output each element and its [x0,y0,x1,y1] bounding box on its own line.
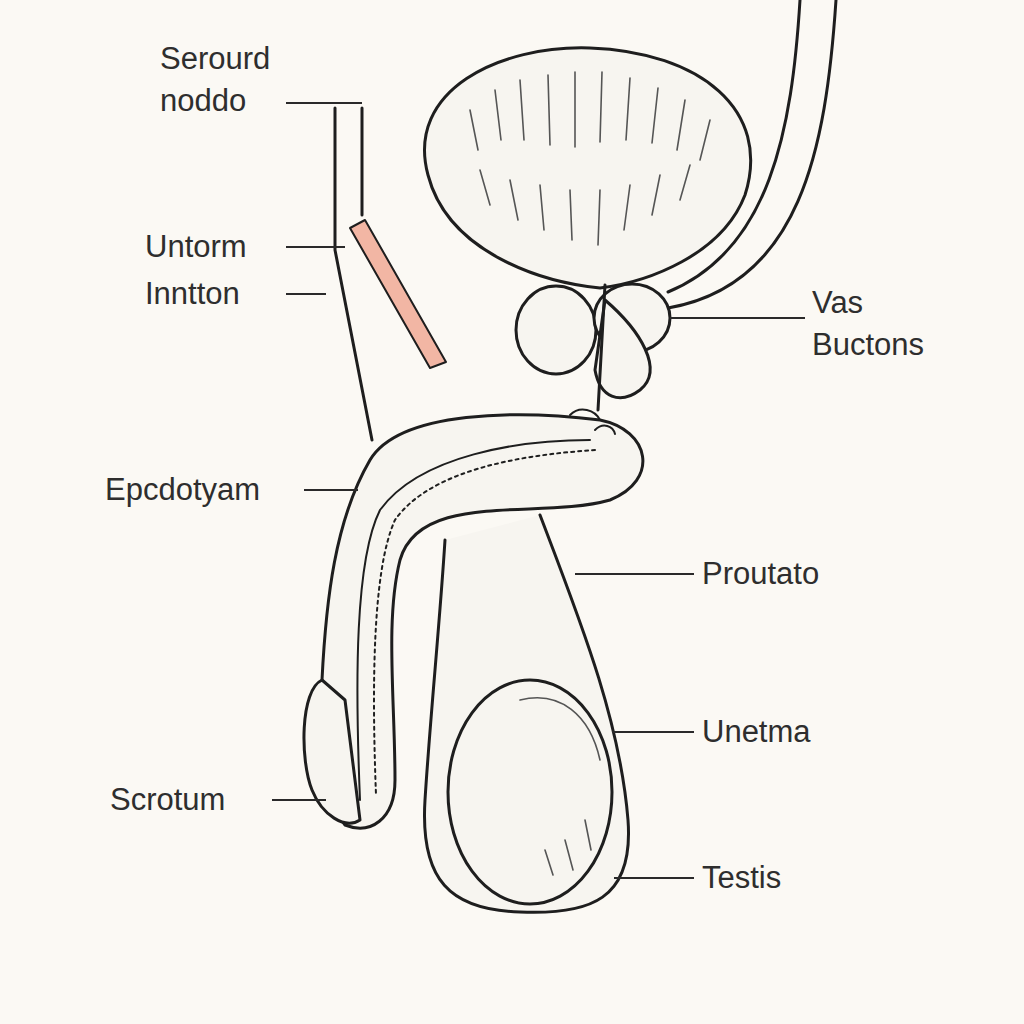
urethra-line [598,285,605,410]
testis-hatching [520,698,600,875]
part-label: Testis [702,857,922,899]
leader-line [614,877,694,879]
shaft-channel [374,450,595,795]
leader-line [272,799,326,801]
vas-duct [668,0,800,292]
leader-line [286,102,362,104]
seminal-vesicle [516,286,596,374]
glans [304,680,360,823]
twist [570,410,615,434]
bladder [425,48,751,288]
label-slot: Epcdotyam [105,469,325,511]
part-label: Serourd noddo [160,38,310,122]
label-slot: Proutato [702,553,922,595]
leader-line [575,573,694,575]
part-label: Vas Buctons [812,282,972,366]
label-slot: Unetma [702,711,922,753]
part-label: Proutato [702,553,922,595]
testis-shape [448,680,612,904]
part-label: Inntton [145,273,305,315]
left-duct [335,108,372,440]
part-label: Scrotum [110,779,330,821]
shaft-channel [357,440,590,800]
label-slot: Serourd noddo [160,38,310,122]
label-slot: Testis [702,857,922,899]
label-slot: Untorm [145,226,305,268]
label-slot: Scrotum [110,779,330,821]
pink-segment [350,220,446,368]
part-label: Unetma [702,711,922,753]
part-label: Epcdotyam [105,469,325,511]
leader-line [286,246,345,248]
label-slot: Inntton [145,273,305,315]
shaft [321,415,643,828]
label-slot: Vas Buctons [812,282,972,366]
leader-line [286,293,326,295]
leader-line [612,731,694,733]
left-duct [361,108,364,215]
bladder-hatching [470,72,710,245]
leader-line [670,317,805,319]
part-label: Untorm [145,226,305,268]
leader-line [304,489,358,491]
vas-duct [668,0,836,308]
